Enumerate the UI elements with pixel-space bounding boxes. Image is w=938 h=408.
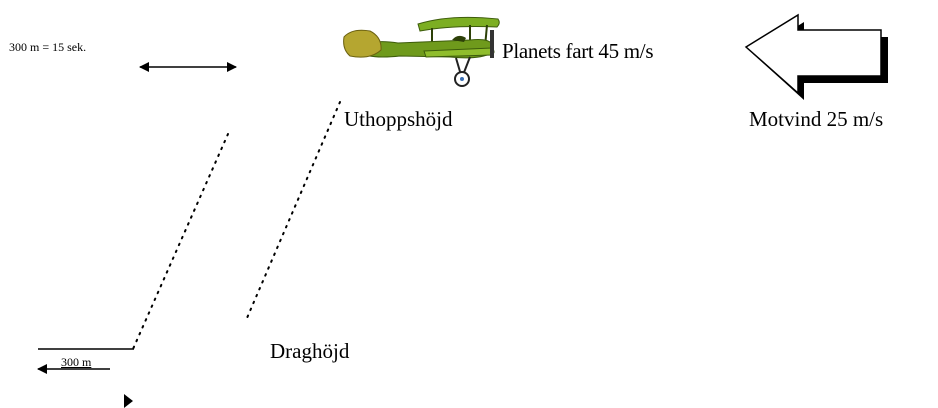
deploy-altitude-label: Draghöjd xyxy=(270,339,350,363)
arrowhead-marker xyxy=(124,394,133,408)
biplane-icon xyxy=(343,16,500,87)
plane-speed-label: Planets fart 45 m/s xyxy=(502,39,654,63)
scale-note: 300 m = 15 sek. xyxy=(9,40,87,54)
jump-path-left xyxy=(132,133,229,350)
headwind-label: Motvind 25 m/s xyxy=(749,107,884,131)
headwind-arrow-icon xyxy=(744,13,888,100)
exit-altitude-label: Uthoppshöjd xyxy=(344,107,453,131)
distance-label: 300 m xyxy=(61,355,92,369)
jump-path-right xyxy=(246,101,341,319)
